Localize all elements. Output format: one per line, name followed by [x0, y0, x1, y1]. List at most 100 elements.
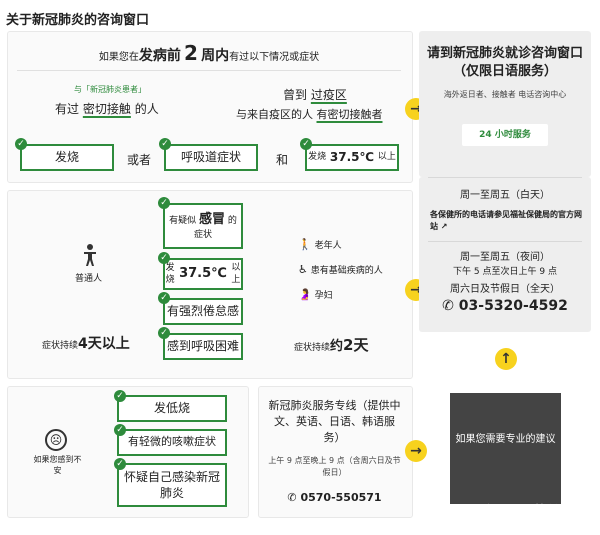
and-word: 和 [276, 153, 289, 167]
weekday-day-note: 各保健所的电话请参见福祉保健局的官方网站 ↗ [430, 209, 582, 233]
check-icon: ✓ [158, 327, 170, 339]
arrow-up-icon: ↑ [495, 348, 517, 370]
dark-card-text: 如果您需要专业的建议 [455, 434, 556, 445]
arrow-right-icon: → [405, 440, 427, 462]
group-pregnant-label: 孕妇 [314, 291, 333, 301]
check-icon: ✓ [114, 390, 126, 402]
phone-icon: ✆ [287, 491, 297, 504]
right-condition-c: 与来自疫区的人 [236, 108, 313, 121]
lowfever-label: 发低烧 [153, 401, 190, 416]
duration-right-b: 约 [330, 339, 344, 354]
symptom-fever-box: 发烧 [20, 144, 114, 171]
header-emph: 发病前 [138, 48, 181, 64]
person-label: 普通人 [75, 274, 103, 284]
left-condition-sub: 与「新冠肺炎患者」 [74, 85, 146, 94]
duration-right: 症状持续约2天 [294, 334, 368, 355]
mid-fever-c: 以上 [231, 262, 241, 285]
fever-a: 发烧 [308, 152, 327, 163]
right-condition-a: 曾到 [283, 88, 308, 102]
group-chronic-label: 患有基础疾病的人 [310, 266, 383, 276]
group-elderly-label: 老年人 [314, 241, 342, 251]
worry-face-icon: ☹ [45, 429, 67, 451]
right-panel-title: 请到新冠肺炎就诊咨询窗口（仅限日语服务） [426, 46, 583, 79]
check-icon: ✓ [158, 292, 170, 304]
left-condition-b: 密切接触 [82, 102, 131, 116]
weekday-day: 周一至周五（白天） [460, 190, 550, 201]
header-number: 2 [184, 41, 198, 65]
fever-b: 37.5℃ [329, 150, 375, 165]
group-pregnant: 🤰 孕妇 [298, 288, 333, 301]
suspect-label: 怀疑自己感染新冠肺炎 [123, 469, 220, 500]
consult-phone: ✆ 03-5320-4592 [425, 298, 585, 314]
consult-phone-number[interactable]: 03-5320-4592 [458, 298, 568, 314]
pregnant-icon: 🤰 [298, 288, 312, 301]
right-panel-top [419, 31, 591, 177]
mid-fever-b: 37.5℃ [179, 266, 227, 282]
cold-a: 有疑似 [169, 216, 197, 227]
weekday-night: 周一至周五（夜间） [460, 252, 550, 263]
dark-card [450, 393, 561, 504]
mid-symptom-breath-box: 感到呼吸困难 [163, 333, 243, 360]
check-icon: ✓ [158, 252, 170, 264]
fever-c: 以上 [377, 152, 396, 163]
left-condition-a: 有过 [55, 102, 80, 116]
duration-left: 症状持续4天以上 [42, 333, 130, 353]
duration-right-a: 症状持续 [294, 343, 331, 353]
night-hours: 下午 5 点至次日上午 9 点 [453, 267, 557, 277]
check-icon: ✓ [114, 424, 126, 436]
breath-label: 感到呼吸困难 [166, 339, 239, 354]
check-icon: ✓ [159, 138, 171, 150]
header-weeks: 周内 [201, 48, 230, 64]
worry-label: 如果您感到不安 [33, 455, 82, 476]
hotline-hours: 上午 9 点至晚上 9 点（含周六日及节假日） [268, 456, 401, 477]
right-condition-top: 曾到 过疫区 [283, 86, 347, 103]
or-word: 或者 [127, 153, 152, 167]
hotline-phone-number[interactable]: 0570-550571 [300, 491, 382, 504]
weekday-day-note-text[interactable]: 各保健所的电话请参见福祉保健局的官方网站 [430, 210, 582, 231]
external-link-icon[interactable]: ↗ [440, 222, 448, 231]
mid-symptom-cold-box: 有疑似 感冒 的症状 [163, 203, 243, 249]
right-panel-divider [428, 241, 582, 242]
left-condition: 有过 密切接触 的人 [55, 100, 159, 117]
cold-b: 感冒 [198, 212, 225, 228]
group-chronic: ♿ 患有基础疾病的人 [298, 263, 383, 276]
right-panel-divider [428, 177, 582, 178]
duration-right-c: 2天 [343, 336, 369, 354]
right-condition-b: 过疫区 [310, 88, 347, 102]
page-title: 关于新冠肺炎的咨询窗口 [6, 13, 150, 28]
symptom-resp-label: 呼吸道症状 [180, 150, 241, 165]
check-icon: ✓ [15, 138, 27, 150]
header-tail: 有过以下情况或症状 [229, 52, 320, 63]
bottom-symptom-suspect-box: 怀疑自己感染新冠肺炎 [117, 463, 227, 507]
symptom-fever-label: 发烧 [54, 150, 79, 165]
cough-label: 有轻微的咳嗽症状 [128, 435, 216, 449]
check-icon: ✓ [300, 138, 312, 150]
right-condition-bottom: 与来自疫区的人 有密切接触者 [236, 106, 383, 122]
symptom-resp-box: 呼吸道症状 [164, 144, 258, 171]
right-panel-bottom [419, 177, 591, 332]
top-card-header: 如果您在发病前 2 周内有过以下情况或症状 [7, 41, 411, 65]
wheelchair-icon: ♿ [298, 263, 308, 276]
hotline-phone: ✆ 0570-550571 [266, 491, 403, 504]
weekend: 周六日及节假日（全天） [450, 284, 560, 295]
duration-left-b: 4天以上 [78, 336, 130, 352]
mid-symptom-fatigue-box: 有强烈倦怠感 [163, 298, 243, 325]
service-badge: 24 小时服务 [462, 124, 548, 146]
right-condition-d: 有密切接触者 [316, 108, 383, 121]
elderly-icon: 🚶 [298, 238, 312, 251]
check-icon: ✓ [114, 458, 126, 470]
cold-c: 的症状 [193, 216, 237, 240]
left-condition-c: 的人 [134, 102, 159, 116]
right-panel-sub: 海外返日者、接触者 电话咨询中心 [443, 90, 567, 99]
phone-icon: ✆ [442, 298, 454, 314]
person-icon [80, 243, 100, 267]
bottom-symptom-lowfever-box: 发低烧 [117, 395, 227, 422]
duration-left-a: 症状持续 [42, 341, 79, 351]
mid-fever-a: 发烧 [165, 262, 175, 285]
group-elderly: 🚶 老年人 [298, 238, 342, 251]
check-icon: ✓ [158, 197, 170, 209]
bottom-symptom-cough-box: 有轻微的咳嗽症状 [117, 429, 227, 456]
header-text: 如果您在 [98, 52, 139, 63]
hotline-title: 新冠肺炎服务专线（提供中文、英语、日语、韩语服务） [268, 399, 401, 444]
mid-symptom-fever-box: 发烧 37.5℃ 以上 [163, 258, 243, 290]
